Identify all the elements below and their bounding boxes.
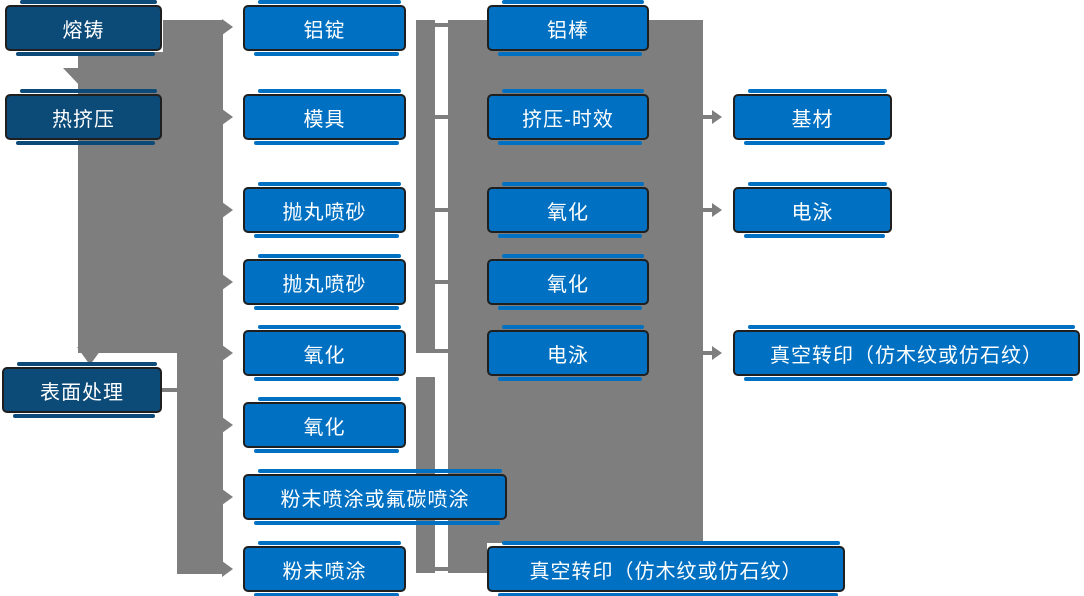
arrow-to-aluminum-ingot-icon xyxy=(222,19,233,35)
arrow-to-vacuum-transfer-2-icon xyxy=(712,346,722,360)
node-powder-or-fluorocarbon-coating: 粉末喷涂或氟碳喷涂 xyxy=(243,469,507,525)
node-oxidation-4: 氧化 xyxy=(487,254,649,310)
node-oxidation-1: 氧化 xyxy=(243,325,406,381)
arrow-to-base-material-icon xyxy=(712,110,722,124)
arrow-to-mold-icon xyxy=(222,109,233,125)
node-electrophoresis-1: 电泳 xyxy=(487,325,649,381)
arrow-down-melt-to-hot-icon xyxy=(63,68,101,88)
connector-left-channel xyxy=(163,20,223,353)
arrow-to-oxidation-1-icon xyxy=(222,345,233,361)
node-base-material: 基材 xyxy=(733,89,892,145)
node-vacuum-transfer-print-1: 真空转印（仿木纹或仿石纹） xyxy=(487,541,845,596)
link-aluminum-rod-row xyxy=(432,23,450,27)
arrow-to-electrophoresis-2-icon xyxy=(712,203,722,217)
node-aluminum-ingot: 铝锭 xyxy=(243,0,406,56)
node-extrusion-aging: 挤压-时效 xyxy=(487,89,649,145)
node-oxidation-2: 氧化 xyxy=(243,397,406,453)
arrow-to-powder-coating-icon xyxy=(222,561,233,577)
line-to-vacuum-transfer-2 xyxy=(703,351,715,355)
connector-surface-treatment-link xyxy=(160,388,180,392)
connector-left-lower-bar xyxy=(177,353,223,574)
connector-mid-bottom-stub xyxy=(448,543,487,573)
node-hot-extrusion: 热挤压 xyxy=(5,89,162,145)
link-extrusion-aging-row xyxy=(432,115,450,119)
node-shot-blasting-1: 抛丸喷砂 xyxy=(243,182,406,238)
node-powder-coating: 粉末喷涂 xyxy=(243,541,406,596)
arrow-to-shot-blasting-2-icon xyxy=(222,274,233,290)
line-to-base-material xyxy=(703,115,715,119)
link-oxidation-4-row xyxy=(432,280,450,284)
arrow-to-oxidation-2-icon xyxy=(222,417,233,433)
node-oxidation-3: 氧化 xyxy=(487,182,649,238)
node-shot-blasting-2: 抛丸喷砂 xyxy=(243,254,406,310)
line-to-electrophoresis-2 xyxy=(703,208,715,212)
node-electrophoresis-2: 电泳 xyxy=(733,182,892,238)
arrow-to-powder-fluorocarbon-icon xyxy=(222,489,233,505)
node-mold: 模具 xyxy=(243,89,406,145)
arrow-down-to-surface-treatment-icon xyxy=(77,347,103,365)
node-melt-casting: 熔铸 xyxy=(5,0,162,56)
arrow-to-shot-blasting-1-icon xyxy=(222,202,233,218)
connector-mid-narrow-upper xyxy=(416,20,435,353)
node-vacuum-transfer-print-2: 真空转印（仿木纹或仿石纹） xyxy=(733,325,1080,381)
link-electrophoresis-row xyxy=(432,349,450,353)
node-surface-treatment: 表面处理 xyxy=(2,362,162,418)
link-oxidation-3-row xyxy=(432,208,450,212)
link-vacuum-transfer-row xyxy=(432,567,450,571)
node-aluminum-rod: 铝棒 xyxy=(487,0,649,56)
